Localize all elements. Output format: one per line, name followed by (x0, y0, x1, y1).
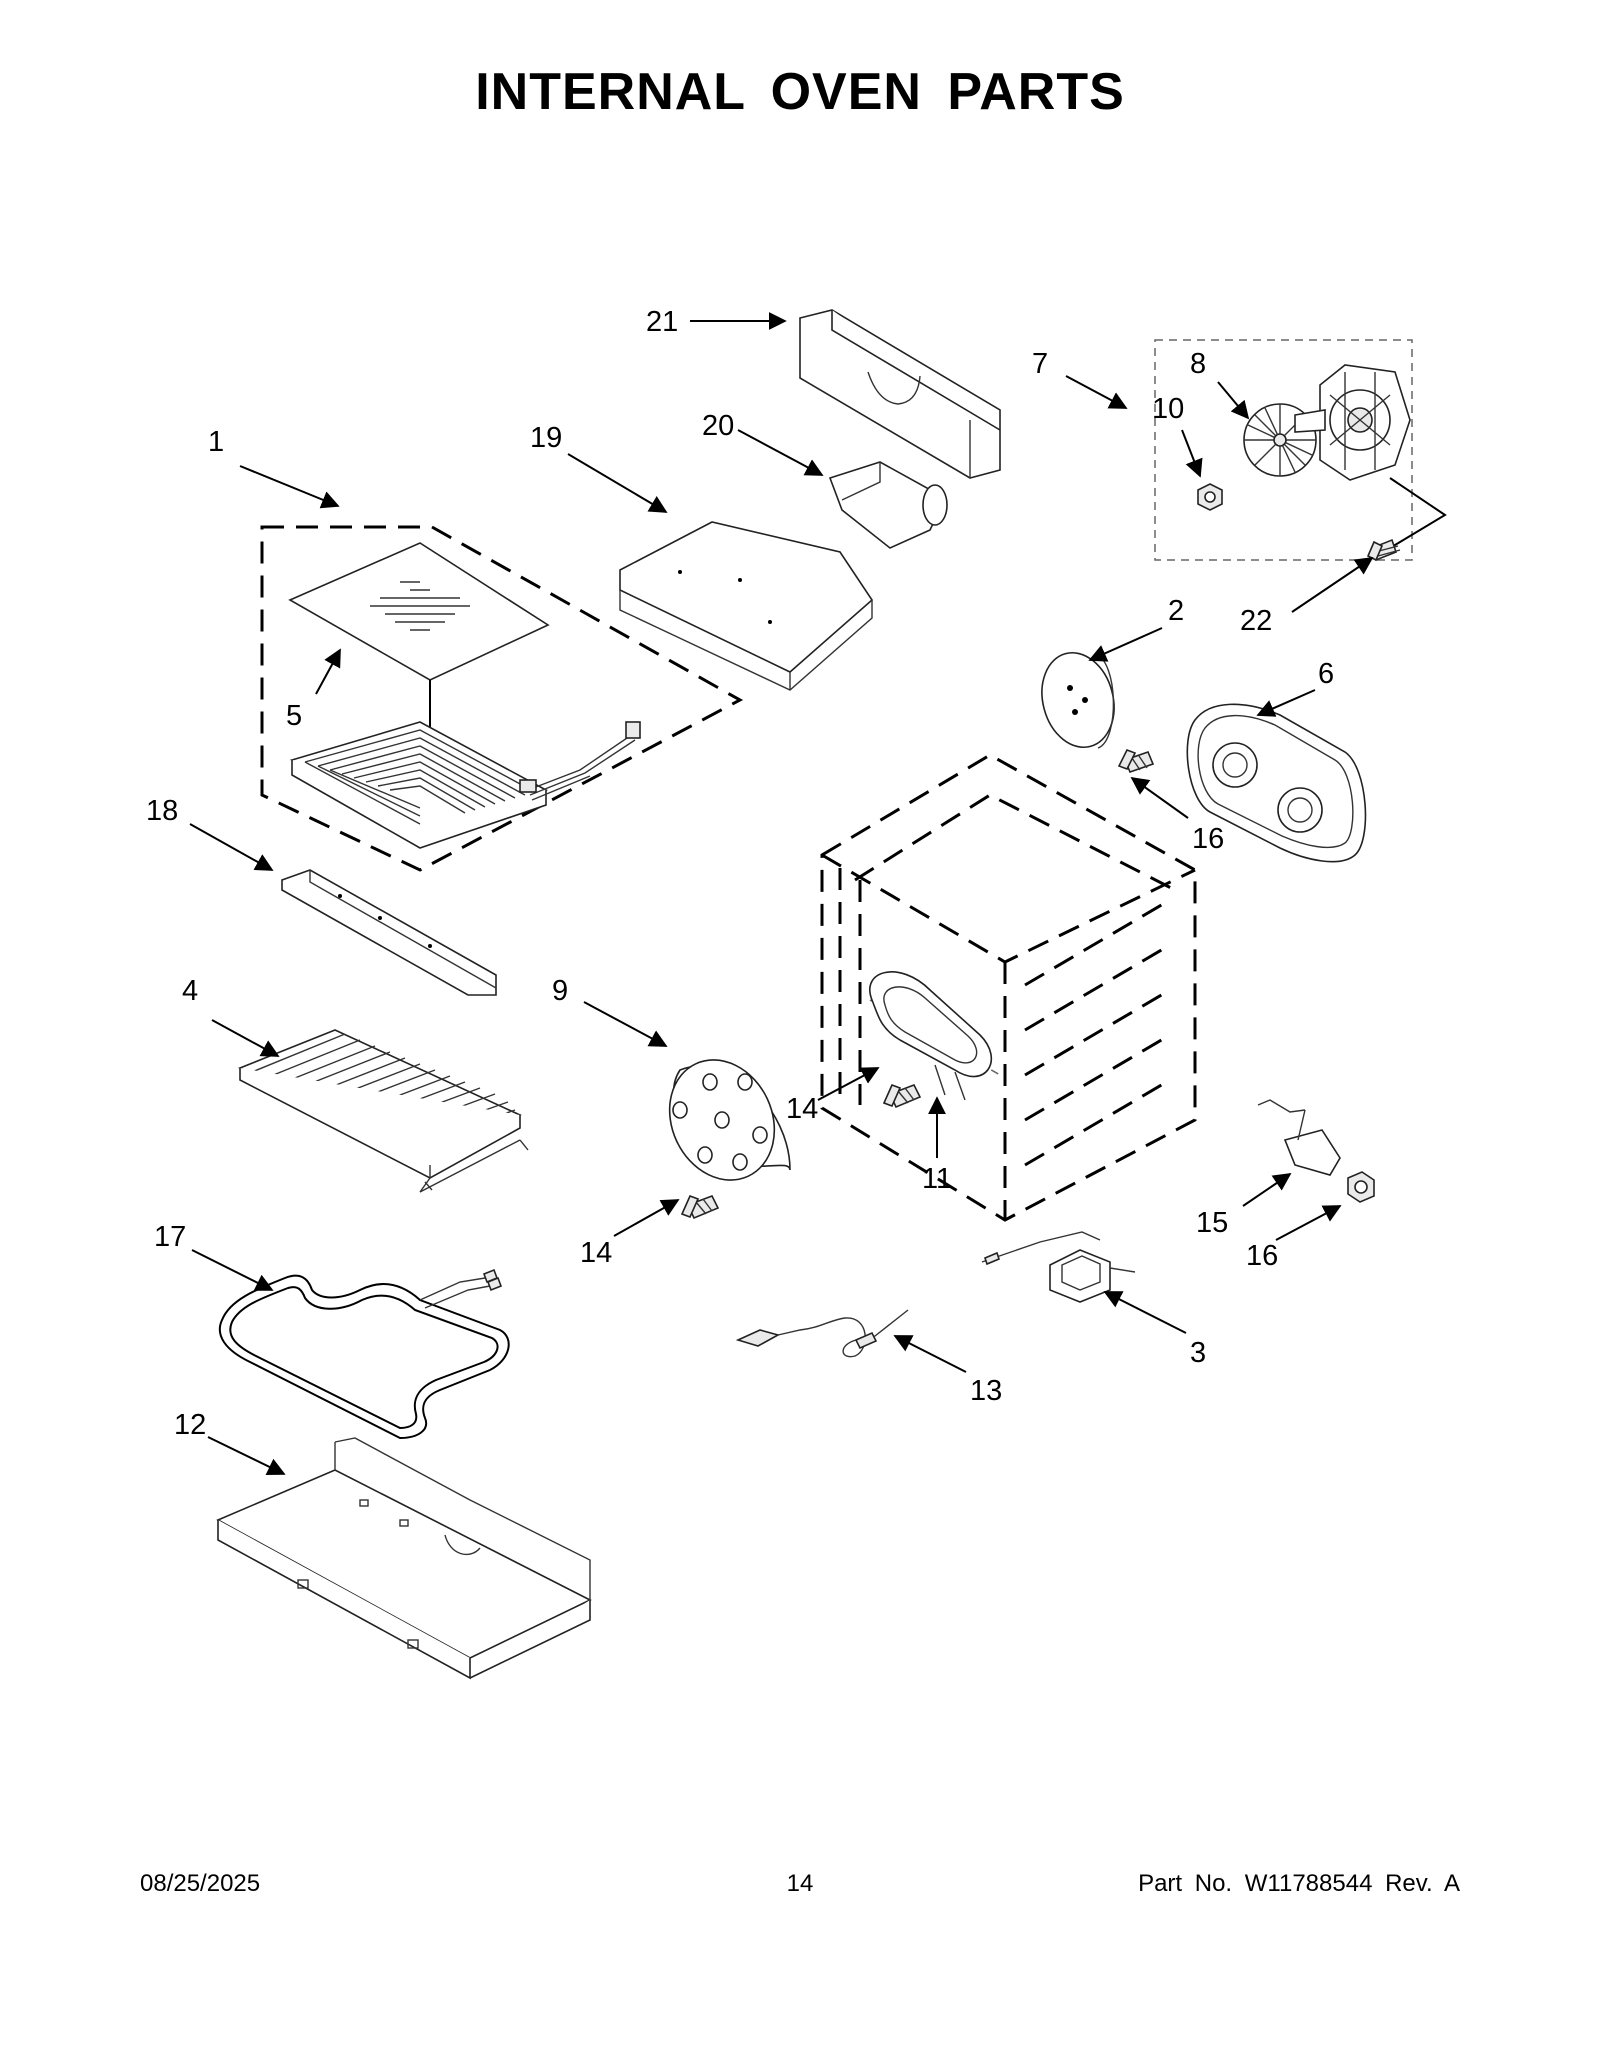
part-16-nut (1347, 1171, 1375, 1203)
footer-part-number: Part No. W11788544 Rev. A (1138, 1870, 1460, 1897)
callout-8: 8 (1190, 348, 1206, 380)
part-1-top-heater-assembly (260, 525, 744, 872)
callout-10: 10 (1152, 393, 1184, 425)
footer-page-number: 14 (786, 1870, 814, 1897)
part-22-vent-duct (799, 309, 1001, 479)
motor-body (1294, 364, 1411, 481)
part-2-fan-shroud-disc (1041, 651, 1115, 749)
callout-13: 13 (970, 1375, 1002, 1407)
part-12-bottom-panel (216, 1437, 592, 1680)
part-13-meat-probe (735, 1309, 909, 1358)
callout-21: 20 (702, 410, 734, 442)
footer-date: 08/25/2025 (140, 1870, 261, 1897)
part-4-oven-rack (238, 1029, 529, 1193)
callout-9: 9 (552, 975, 568, 1007)
part-11-convection-element (869, 971, 992, 1101)
part-3-control-module (981, 1231, 1136, 1303)
part-17-screw (1117, 748, 1155, 774)
callout-3: 3 (1190, 1337, 1206, 1369)
heater-tray (289, 721, 641, 849)
part-15-latch-switch (1257, 1099, 1341, 1176)
part-10-nut (1197, 483, 1223, 511)
callout-22: 21 (646, 306, 678, 338)
callout-17: 16 (1192, 823, 1224, 855)
callout-5: 5 (286, 700, 302, 732)
callout-labels: 21 7 8 10 20 19 1 22 2 6 5 16 18 4 9 14 … (146, 306, 1334, 1441)
part-7-convection-fan-assembly (1154, 339, 1447, 561)
part-9-fan-cover-plate (668, 1059, 791, 1181)
part-21-baffle (828, 461, 948, 549)
callout-16: 16 (1246, 1240, 1278, 1272)
callout-12: 12 (174, 1409, 206, 1441)
callout-2: 2 (1168, 595, 1184, 627)
callout-15: 15 (1196, 1207, 1228, 1239)
callout-1: 1 (208, 426, 224, 458)
part-14-screw-upper (882, 1083, 922, 1109)
callout-4: 4 (182, 975, 198, 1007)
part-18-bake-element (218, 1268, 510, 1440)
callout-11: 11 (922, 1163, 952, 1195)
callout-14-lower: 14 (580, 1237, 612, 1269)
callout-23: 22 (1240, 605, 1272, 637)
callout-6: 6 (1318, 658, 1334, 690)
part-6-rear-panel (1186, 703, 1367, 863)
callout-18: 17 (154, 1221, 186, 1253)
page-title: INTERNAL OVEN PARTS (475, 63, 1125, 121)
callout-20: 19 (530, 422, 562, 454)
callout-14-upper: 14 (786, 1093, 818, 1125)
part-23-screw (1366, 538, 1401, 562)
part-20-cover-plate (619, 521, 874, 691)
part-19-bracket (281, 869, 497, 996)
callout-7: 7 (1032, 348, 1048, 380)
callout-19: 18 (146, 795, 178, 827)
leader-lines (189, 312, 1374, 1476)
part-14-screw-lower (680, 1194, 720, 1220)
